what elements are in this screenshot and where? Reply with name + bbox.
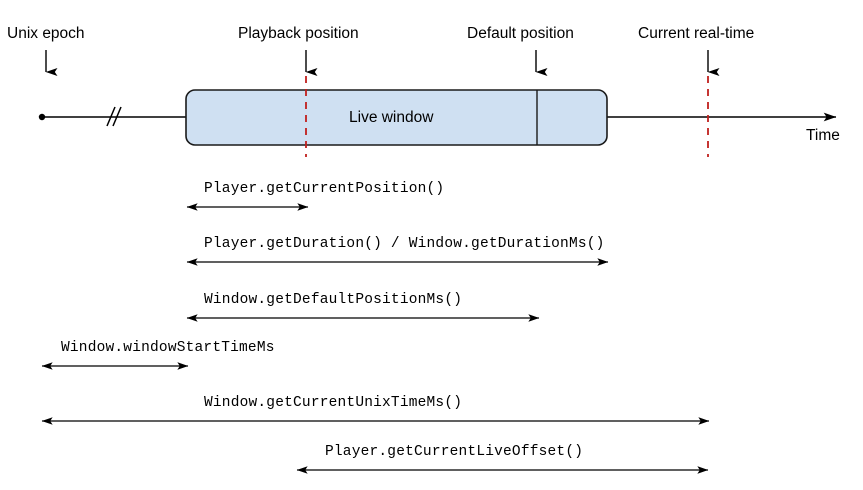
marker-label-current-real-time: Current real-time bbox=[638, 25, 755, 42]
timeline-axis-label: Time bbox=[806, 127, 840, 144]
timeline-break-slash-1 bbox=[106, 106, 116, 127]
api-label-window-get-default-position-ms: Window.getDefaultPositionMs() bbox=[204, 292, 463, 308]
dashed-guides-group bbox=[305, 76, 709, 157]
live-window-group bbox=[185, 89, 608, 146]
live-window-box bbox=[185, 89, 608, 146]
api-label-window-get-current-unix-time-ms: Window.getCurrentUnixTimeMs() bbox=[204, 395, 463, 411]
timeline-start-dot bbox=[38, 113, 46, 121]
api-label-window-window-start-time-ms: Window.windowStartTimeMs bbox=[61, 340, 275, 356]
api-label-player-get-current-position: Player.getCurrentPosition() bbox=[204, 181, 445, 197]
marker-label-unix-epoch: Unix epoch bbox=[7, 25, 85, 42]
measurement-arrows-group bbox=[41, 203, 710, 474]
live-window-label: Live window bbox=[349, 109, 434, 126]
marker-label-default-position: Default position bbox=[467, 25, 574, 42]
marker-arrows-group bbox=[45, 50, 720, 77]
marker-label-playback-position: Playback position bbox=[238, 25, 359, 42]
api-label-player-get-current-live-offset: Player.getCurrentLiveOffset() bbox=[325, 444, 584, 460]
timeline-break-slash-2 bbox=[112, 106, 122, 127]
api-label-player-get-duration: Player.getDuration() / Window.getDuratio… bbox=[204, 236, 605, 252]
